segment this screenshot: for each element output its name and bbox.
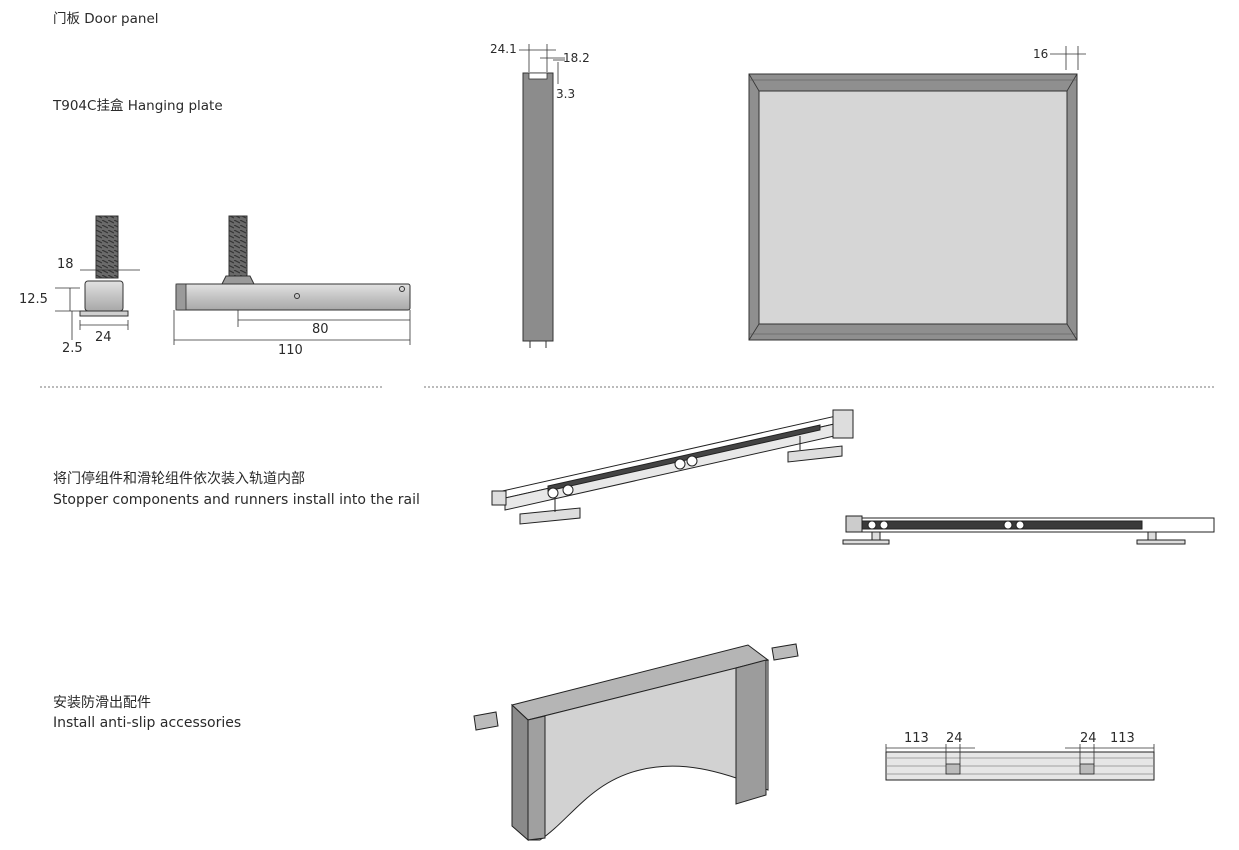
dim-2-5: 2.5 bbox=[62, 341, 83, 356]
rail-anti-slip-positions: 113 24 24 113 bbox=[885, 731, 1155, 781]
bolt-thread bbox=[95, 215, 119, 279]
plate-side-body bbox=[84, 280, 124, 312]
profile-body bbox=[522, 72, 554, 342]
door-panel-title: 门板 Door panel bbox=[53, 11, 159, 27]
door-profile-section: 24.1 18.2 3.3 bbox=[490, 42, 590, 348]
dim-24-left: 24 bbox=[946, 731, 963, 746]
dim-24: 24 bbox=[95, 330, 112, 345]
dim-24-right: 24 bbox=[1080, 731, 1097, 746]
door-anti-slip-perspective bbox=[473, 643, 799, 842]
dim-24-1: 24.1 bbox=[490, 42, 517, 56]
dim-16: 16 bbox=[1033, 47, 1048, 61]
dim-18-2: 18.2 bbox=[563, 51, 590, 65]
rail-assembly-side bbox=[842, 515, 1215, 545]
dim-80: 80 bbox=[312, 322, 329, 337]
dim-18: 18 bbox=[57, 257, 74, 272]
stopper-caption-en: Stopper components and runners install i… bbox=[53, 492, 420, 508]
dim-113-left: 113 bbox=[904, 731, 929, 746]
anti-slip-caption-en: Install anti-slip accessories bbox=[53, 715, 242, 731]
rail-assembly-perspective bbox=[491, 409, 854, 525]
hanging-plate-front-view: 80 110 bbox=[173, 215, 411, 358]
dim-3-3: 3.3 bbox=[556, 87, 575, 101]
anti-slip-caption-cn: 安装防滑出配件 bbox=[53, 695, 151, 711]
hanging-plate-side-view: 18 12.5 24 2.5 bbox=[19, 215, 140, 356]
bolt-thread-front bbox=[228, 215, 248, 277]
door-frame: 16 bbox=[748, 46, 1086, 341]
hanging-plate-title: T904C挂盒 Hanging plate bbox=[53, 98, 223, 114]
dim-12-5: 12.5 bbox=[19, 292, 48, 307]
dim-110: 110 bbox=[278, 343, 303, 358]
dim-113-right: 113 bbox=[1110, 731, 1135, 746]
plate-front-body bbox=[175, 283, 411, 311]
stopper-caption-cn: 将门停组件和滑轮组件依次装入轨道内部 bbox=[53, 471, 305, 487]
